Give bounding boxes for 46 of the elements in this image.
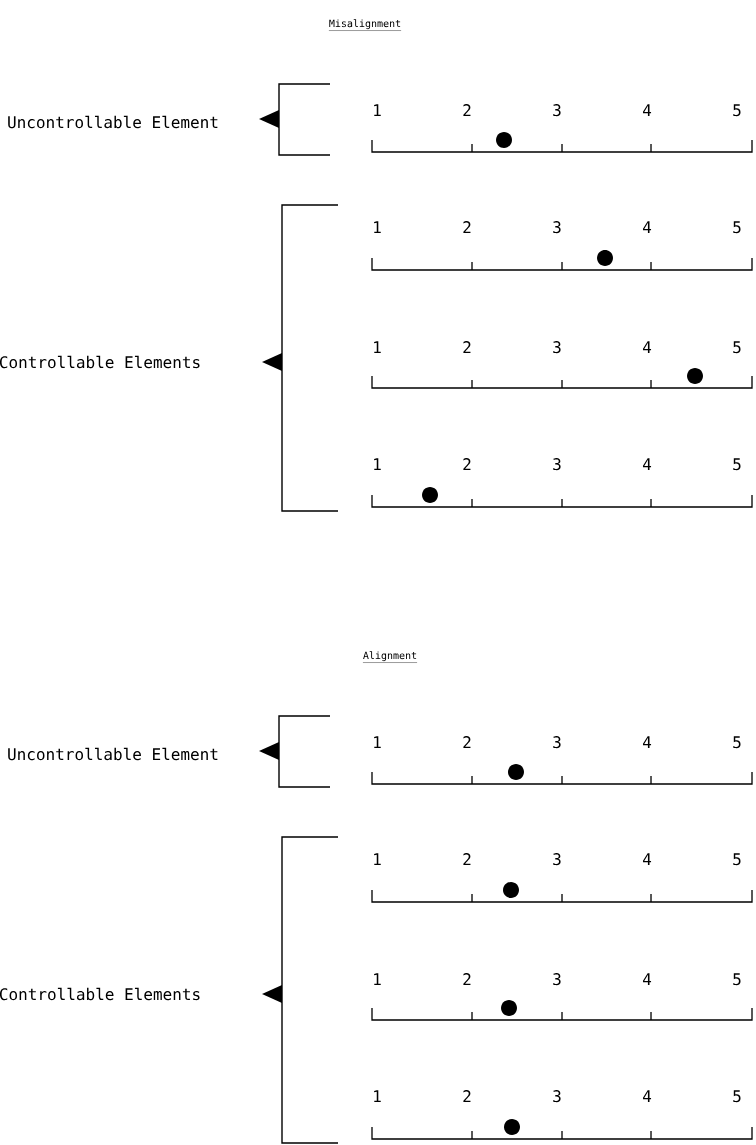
scale-number: 5 [733, 458, 741, 471]
scale-number: 1 [374, 341, 381, 353]
scale-number: 4 [643, 973, 652, 985]
scale-number: 1 [374, 973, 381, 985]
scale-number: 4 [643, 736, 652, 748]
scale-number: 4 [643, 1090, 652, 1102]
scale-number: 3 [553, 736, 561, 749]
scale-number: 2 [463, 736, 471, 748]
scale-number: 5 [733, 104, 741, 117]
scale-number: 3 [553, 973, 561, 986]
scale-number: 4 [643, 104, 652, 116]
scale-number: 2 [463, 973, 471, 985]
group-label: Controllable Elements [0, 987, 200, 1001]
scale-number: 3 [553, 104, 561, 117]
scale-number: 1 [374, 458, 381, 470]
scale-number: 3 [553, 1090, 561, 1103]
group-label: Controllable Elements [0, 355, 200, 369]
scale-number: 3 [553, 458, 561, 471]
scale-number: 5 [733, 341, 741, 354]
scale-number: 2 [463, 341, 471, 353]
scale-number: 5 [733, 853, 741, 866]
scale-number: 4 [643, 853, 652, 865]
scale-number: 1 [374, 104, 381, 116]
scale-number: 5 [733, 1090, 741, 1103]
scale-number: 1 [374, 1090, 381, 1102]
scale-number: 4 [643, 341, 652, 353]
scale-number: 4 [643, 458, 652, 470]
scale-number: 1 [374, 853, 381, 865]
scale-number: 4 [643, 221, 652, 233]
section-title: Alignment [362, 651, 418, 663]
scale-number: 3 [553, 341, 561, 354]
scale-number: 3 [553, 853, 561, 866]
group-label: Uncontrollable Element [8, 115, 218, 129]
scale-number: 2 [463, 853, 471, 865]
scale-number: 2 [463, 221, 471, 233]
scale-number: 2 [463, 1090, 471, 1102]
scale-number: 1 [374, 221, 381, 233]
scale-number: 5 [733, 221, 741, 234]
scale-number: 5 [733, 973, 741, 986]
group-label: Uncontrollable Element [8, 747, 218, 761]
scale-number: 5 [733, 736, 741, 749]
scale-number: 2 [463, 458, 471, 470]
section-title: Misalignment [328, 19, 402, 31]
scale-number: 1 [374, 736, 381, 748]
scale-number: 2 [463, 104, 471, 116]
scale-number: 3 [553, 221, 561, 234]
